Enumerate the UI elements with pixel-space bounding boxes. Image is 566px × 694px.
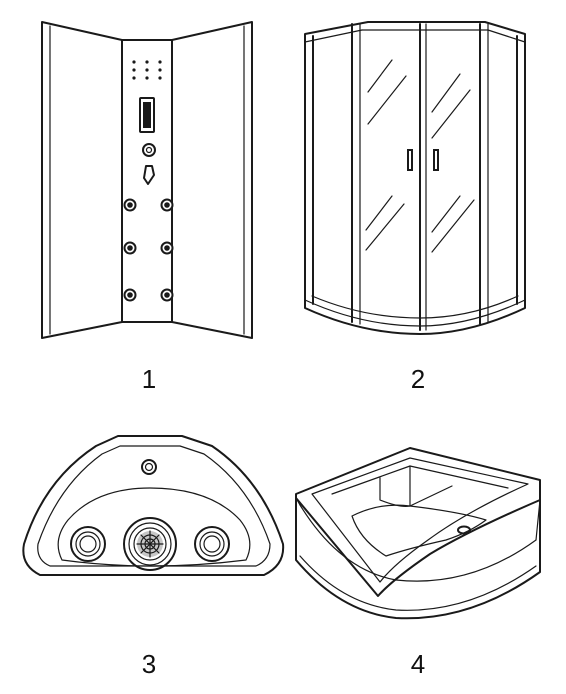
figure-number-2: 2 [410,364,426,394]
corner-tray-top-view-icon [22,435,285,576]
drain-grid [136,530,164,558]
corner-bathtub-icon [295,447,541,620]
nozzle-grid [132,60,162,80]
body-jets [123,198,174,302]
glass-reflection-lines [365,59,475,253]
shower-panel-icon [41,21,253,339]
figure-number-3: 3 [141,649,157,679]
figure-number-1: 1 [141,364,157,394]
shower-enclosure-icon [304,21,526,335]
figure-number-4: 4 [410,649,426,679]
